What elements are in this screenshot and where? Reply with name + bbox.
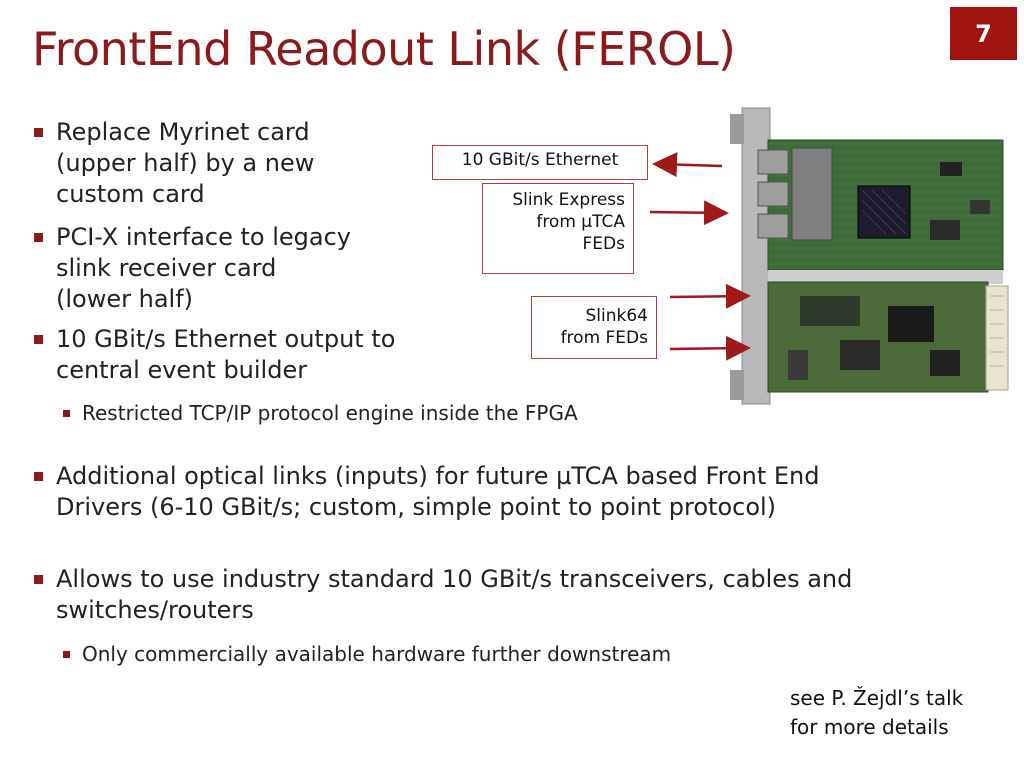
bullet-marker <box>34 128 43 137</box>
bullet-optical-links: Additional optical links (inputs) for fu… <box>34 461 820 523</box>
sub-bullet-commercial: Only commercially available hardware fur… <box>63 641 672 667</box>
callout-line: Slink Express <box>512 190 625 210</box>
sub-bullet-marker <box>63 410 70 417</box>
bullet-industry-standard: Allows to use industry standard 10 GBit/… <box>34 564 853 626</box>
bullet-pcix-interface: PCI-X interface to legacy slink receiver… <box>34 222 352 315</box>
bullet-marker <box>34 335 43 344</box>
reference-note: see P. Žejdl’s talk for more details <box>790 684 963 742</box>
ferol-board-photo <box>730 107 1009 405</box>
callout-slink64: Slink64 from FEDs <box>531 296 657 359</box>
callout-10gbit-ethernet: 10 GBit/s Ethernet <box>432 145 648 180</box>
bullet-line: PCI-X interface to legacy <box>56 223 352 251</box>
sub-bullet-tcpip: Restricted TCP/IP protocol engine inside… <box>63 400 578 426</box>
bullet-replace-myrinet: Replace Myrinet card (upper half) by a n… <box>34 117 315 210</box>
bullet-line: Additional optical links (inputs) for fu… <box>56 462 820 490</box>
sub-bullet-text: Restricted TCP/IP protocol engine inside… <box>82 401 578 425</box>
callout-line: Slink64 <box>585 306 649 326</box>
bullet-line: (upper half) by a new <box>56 149 315 177</box>
bullet-line: switches/routers <box>56 596 254 624</box>
callout-text: 10 GBit/s Ethernet <box>461 150 619 170</box>
callout-line: from µTCA <box>536 212 625 232</box>
sub-bullet-text: Only commercially available hardware fur… <box>82 642 672 666</box>
bullet-line: central event builder <box>56 356 308 384</box>
bullet-line: 10 GBit/s Ethernet output to <box>56 325 396 353</box>
bullet-ethernet-output: 10 GBit/s Ethernet output to central eve… <box>34 324 396 386</box>
bullet-line: (lower half) <box>56 285 194 313</box>
bullet-marker <box>34 472 43 481</box>
bullet-line: slink receiver card <box>56 254 277 282</box>
reference-line: for more details <box>790 715 949 739</box>
callout-slink-express: Slink Express from µTCA FEDs <box>482 183 634 274</box>
sub-bullet-marker <box>63 651 70 658</box>
callout-line: FEDs <box>582 234 625 254</box>
bullet-marker <box>34 575 43 584</box>
callout-line: from FEDs <box>560 328 648 348</box>
bullet-line: Replace Myrinet card <box>56 118 310 146</box>
bullet-marker <box>34 233 43 242</box>
page-number-badge: 7 <box>950 7 1017 60</box>
bullet-line: Allows to use industry standard 10 GBit/… <box>56 565 853 593</box>
bullet-line: custom card <box>56 180 205 208</box>
reference-line: see P. Žejdl’s talk <box>790 686 964 710</box>
bullet-line: Drivers (6-10 GBit/s; custom, simple poi… <box>56 493 777 521</box>
slide-title: FrontEnd Readout Link (FEROL) <box>32 22 736 76</box>
